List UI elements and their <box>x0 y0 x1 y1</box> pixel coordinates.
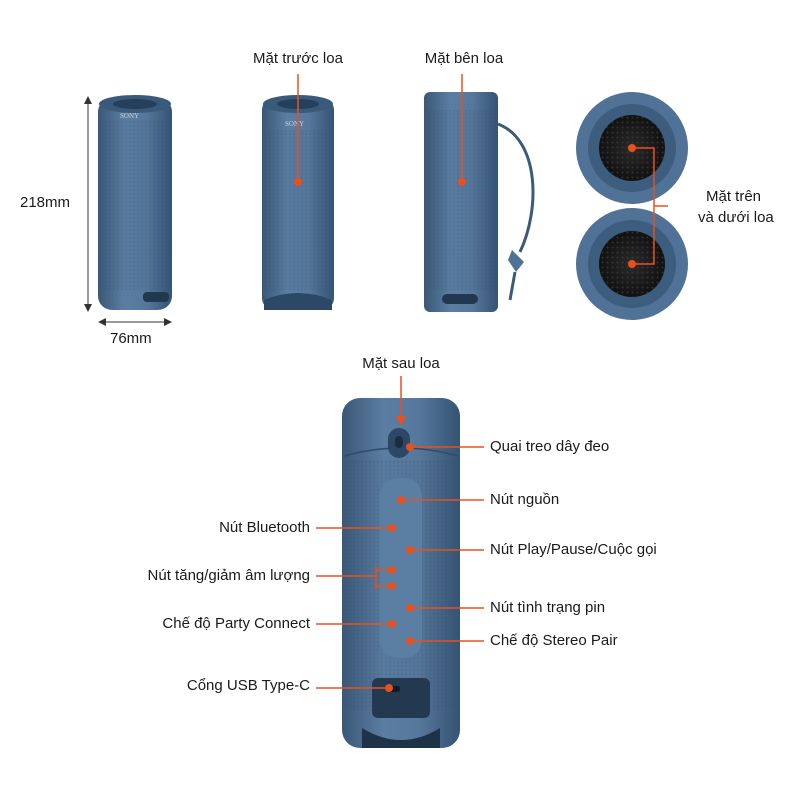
strap-hook-label: Quai treo dây đeo <box>490 438 610 455</box>
svg-text:SONY: SONY <box>285 120 304 128</box>
battery-status-label: Nút tình trạng pin <box>490 599 606 616</box>
speaker-front-view: SONY <box>262 74 334 310</box>
top-bottom-view-label-line1: Mặt trên <box>706 188 762 205</box>
svg-text:SONY: SONY <box>120 112 139 120</box>
front-view-label: Mặt trước loa <box>253 50 343 67</box>
width-dimension-label: 76mm <box>110 330 152 347</box>
height-dimension-label: 218mm <box>20 194 71 211</box>
speaker-side-view <box>424 74 535 312</box>
back-callout-lines <box>316 446 484 689</box>
usb-c-port-label: Cổng USB Type-C <box>186 677 310 694</box>
side-view-label: Mặt bên loa <box>424 50 504 67</box>
top-bottom-view-label-line2: và dưới loa <box>698 209 774 226</box>
power-button-label: Nút nguồn <box>490 491 560 508</box>
volume-buttons-label: Nút tăng/giảm âm lượng <box>147 567 310 584</box>
stereo-pair-label: Chế độ Stereo Pair <box>490 632 618 649</box>
speaker-top-bottom-view <box>576 92 688 320</box>
speaker-back-view <box>342 376 460 748</box>
party-connect-label: Chế độ Party Connect <box>162 615 310 632</box>
bluetooth-button-label: Nút Bluetooth <box>219 519 310 536</box>
play-pause-call-label: Nút Play/Pause/Cuộc gọi <box>490 541 657 558</box>
back-view-label: Mặt sau loa <box>362 355 440 372</box>
speaker-dimension-view: SONY <box>84 95 172 326</box>
